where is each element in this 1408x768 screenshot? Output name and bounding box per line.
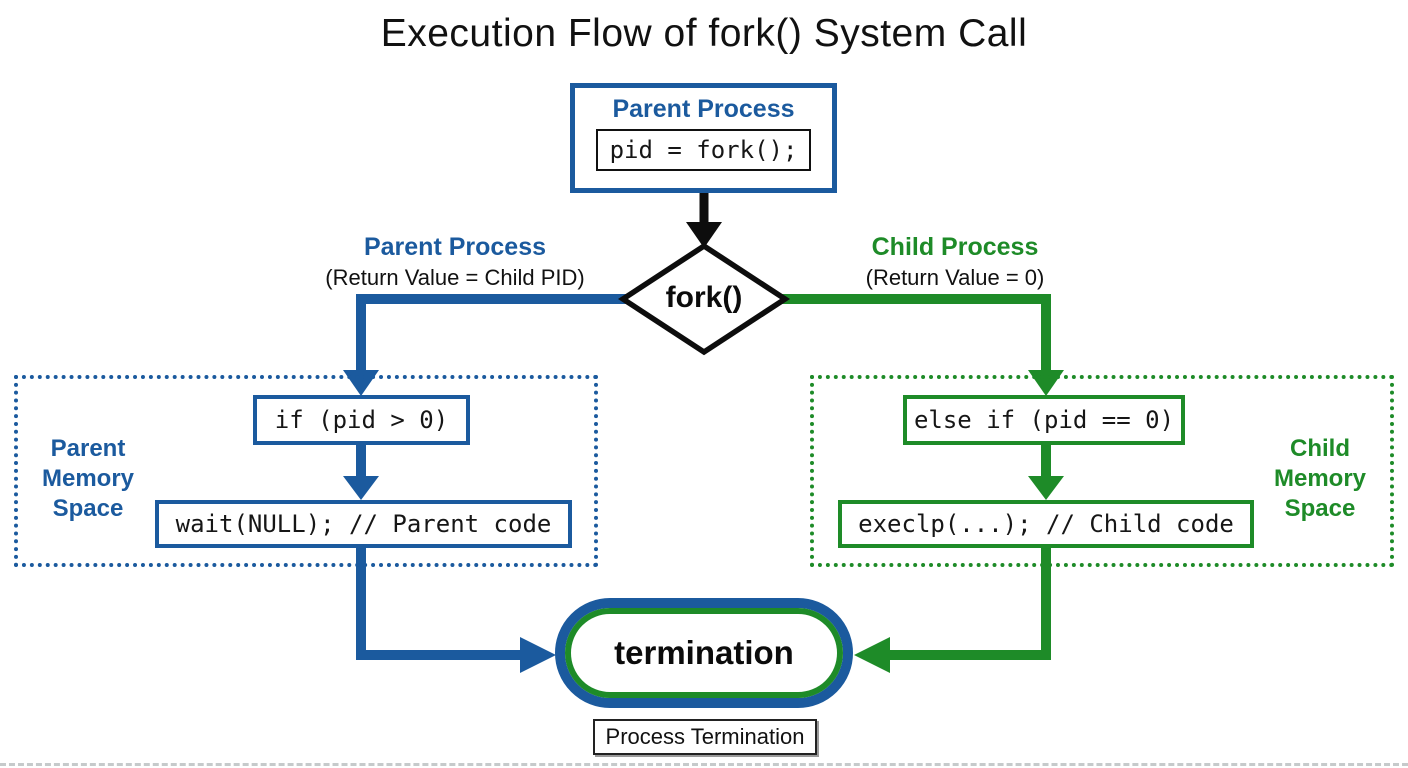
parent-process-box: Parent Process pid = fork(); bbox=[570, 83, 837, 193]
parent-to-fork-arrowhead-icon bbox=[686, 222, 722, 248]
exec-to-termination-arrowhead-icon bbox=[854, 637, 890, 673]
if-to-wait-arrowhead-icon bbox=[343, 476, 379, 500]
child-branch-return-value: (Return Value = 0) bbox=[865, 265, 1045, 290]
parent-memory-space-label: Parent Memory Space bbox=[41, 435, 135, 522]
if-pid-box: if (pid > 0) bbox=[253, 395, 470, 445]
execlp-code-box: execlp(...); // Child code bbox=[838, 500, 1254, 548]
child-branch-title: Child Process bbox=[871, 233, 1039, 261]
termination-node: termination bbox=[555, 598, 853, 708]
bottom-edge-dashes bbox=[0, 763, 1408, 766]
fork-call-code: pid = fork(); bbox=[595, 129, 812, 171]
process-termination-caption: Process Termination bbox=[593, 719, 817, 755]
parent-branch-connector bbox=[356, 294, 626, 372]
wait-to-termination-connector bbox=[356, 548, 522, 660]
diagram-title: Execution Flow of fork() System Call bbox=[380, 12, 1028, 55]
else-if-pid-box: else if (pid == 0) bbox=[903, 395, 1185, 445]
parent-branch-return-value: (Return Value = Child PID) bbox=[325, 265, 585, 290]
child-branch-connector bbox=[782, 294, 1051, 372]
fork-decision-label: fork() bbox=[665, 281, 743, 314]
child-memory-space-label: Child Memory Space bbox=[1273, 435, 1367, 522]
wait-to-termination-arrowhead-icon bbox=[520, 637, 556, 673]
parent-branch-label: Parent Process (Return Value = Child PID… bbox=[295, 233, 615, 291]
termination-label: termination bbox=[614, 634, 794, 671]
fork-decision-diamond bbox=[617, 242, 791, 356]
parent-branch-title: Parent Process bbox=[363, 233, 547, 261]
parent-process-box-title: Parent Process bbox=[612, 95, 795, 123]
parent-memory-space-box bbox=[14, 375, 598, 567]
child-memory-space-box bbox=[810, 375, 1394, 567]
child-branch-label: Child Process (Return Value = 0) bbox=[815, 233, 1095, 291]
wait-code-box: wait(NULL); // Parent code bbox=[155, 500, 572, 548]
else-to-exec-arrowhead-icon bbox=[1028, 476, 1064, 500]
exec-to-termination-connector bbox=[888, 548, 1051, 660]
termination-node-inner: termination bbox=[565, 608, 843, 698]
